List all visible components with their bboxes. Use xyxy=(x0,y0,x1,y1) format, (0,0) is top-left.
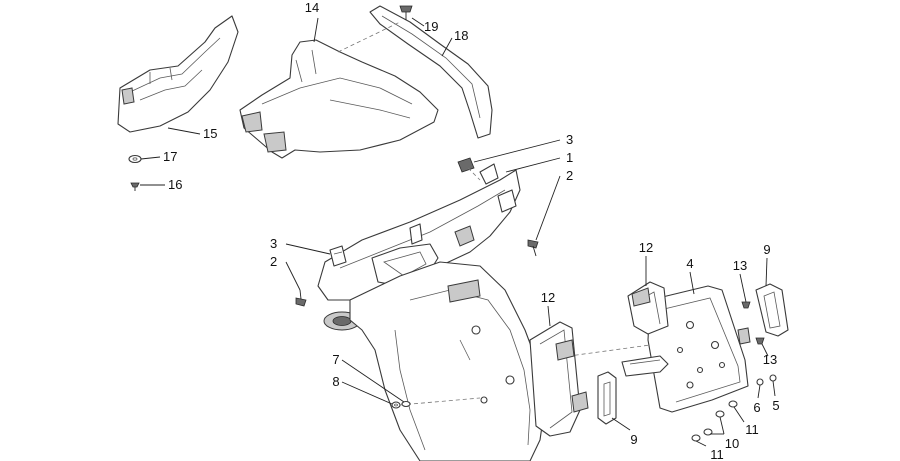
part-8-nut[interactable] xyxy=(391,401,401,409)
callout-10: 10 xyxy=(725,436,739,451)
callout-16: 16 xyxy=(168,177,182,192)
part-2-screw-left[interactable] xyxy=(295,289,307,307)
part-14-inner-mudguard[interactable] xyxy=(239,39,439,159)
part-13-screw-upper[interactable] xyxy=(741,301,751,309)
part-18-trim-strip[interactable] xyxy=(369,5,493,139)
part-6-screw[interactable] xyxy=(756,378,764,386)
part-19-clip[interactable] xyxy=(399,5,413,20)
callout-9-lower: 9 xyxy=(630,432,637,447)
callout-13-lower: 13 xyxy=(763,352,777,367)
callout-19: 19 xyxy=(424,19,438,34)
callout-12-lower: 12 xyxy=(541,290,555,305)
callout-5: 5 xyxy=(772,398,779,413)
assembly-line-14-18 xyxy=(337,21,401,53)
part-3-clip-nut-upper[interactable] xyxy=(457,157,475,173)
part-1-rear-fender[interactable] xyxy=(317,163,546,461)
assembly-line-fender-plate xyxy=(539,344,651,361)
part-7-washer[interactable] xyxy=(401,400,411,408)
part-12-reflector-upper[interactable] xyxy=(627,281,669,335)
assembly-line-3-upper xyxy=(467,167,481,181)
callout-3-lower: 3 xyxy=(270,236,277,251)
callout-12-upper: 12 xyxy=(639,240,653,255)
part-17-washer[interactable] xyxy=(128,154,142,164)
callout-9-upper: 9 xyxy=(763,242,770,257)
callout-7: 7 xyxy=(332,352,339,367)
part-12-reflector-lower[interactable] xyxy=(529,321,589,437)
callout-6: 6 xyxy=(753,400,760,415)
callout-14: 14 xyxy=(305,0,319,15)
part-11-nut[interactable] xyxy=(691,400,738,442)
callout-11-right: 11 xyxy=(745,422,759,437)
part-13-screw-lower[interactable] xyxy=(755,337,765,345)
part-9-rubber-pad-lower[interactable] xyxy=(597,371,617,425)
callout-4: 4 xyxy=(686,256,693,271)
part-15-side-cover[interactable] xyxy=(117,15,239,133)
part-9-rubber-pad-upper[interactable] xyxy=(755,283,789,337)
callout-17: 17 xyxy=(163,149,177,164)
part-16-screw[interactable] xyxy=(130,182,140,191)
part-5-screw[interactable] xyxy=(769,374,777,382)
callout-2-left: 2 xyxy=(270,254,277,269)
assembly-line-fender-washer xyxy=(399,397,481,406)
callout-13-upper: 13 xyxy=(733,258,747,273)
callout-3-upper: 3 xyxy=(566,132,573,147)
callout-11-lower: 11 xyxy=(710,447,724,461)
callout-1: 1 xyxy=(566,150,573,165)
callout-15: 15 xyxy=(203,126,217,141)
callout-8: 8 xyxy=(332,374,339,389)
callout-18: 18 xyxy=(454,28,468,43)
part-4-plate-holder[interactable] xyxy=(621,285,751,413)
part-2-screw-right[interactable] xyxy=(527,239,539,257)
callout-2-right: 2 xyxy=(566,168,573,183)
part-3-clip-nut-lower[interactable] xyxy=(329,245,347,267)
